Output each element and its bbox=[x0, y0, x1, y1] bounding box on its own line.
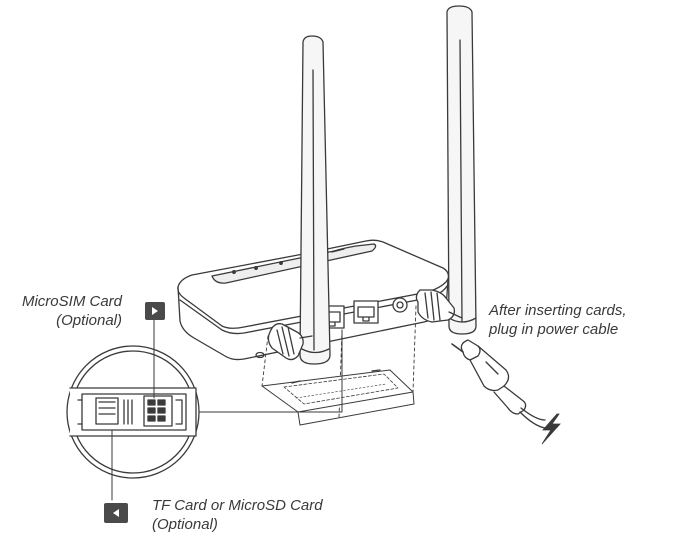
play-triangle-icon bbox=[152, 307, 158, 315]
after-inserting-line2: plug in power cable bbox=[489, 321, 619, 338]
microsim-label: MicroSIM Card (Optional) bbox=[18, 292, 122, 330]
back-triangle-icon bbox=[113, 509, 119, 517]
microsim-optional-text: (Optional) bbox=[56, 312, 122, 329]
tf-card-label: TF Card or MicroSD Card (Optional) bbox=[152, 496, 382, 534]
tf-optional-text: (Optional) bbox=[152, 516, 218, 533]
microsim-badge bbox=[145, 302, 165, 320]
left-antenna bbox=[267, 35, 331, 365]
power-plug bbox=[451, 339, 546, 429]
lightning-bolt-icon bbox=[541, 413, 561, 445]
leader-line bbox=[195, 329, 343, 413]
tf-card-text: TF Card or MicroSD Card bbox=[152, 497, 323, 514]
power-instruction-label: After inserting cards, plug in power cab… bbox=[489, 301, 679, 339]
right-antenna bbox=[415, 5, 477, 335]
magnified-card-slots bbox=[66, 345, 200, 479]
cover-plate bbox=[261, 369, 415, 426]
after-inserting-line1: After inserting cards, bbox=[489, 302, 627, 319]
tf-badge bbox=[104, 503, 128, 523]
microsim-card-text: MicroSIM Card bbox=[21, 293, 122, 310]
